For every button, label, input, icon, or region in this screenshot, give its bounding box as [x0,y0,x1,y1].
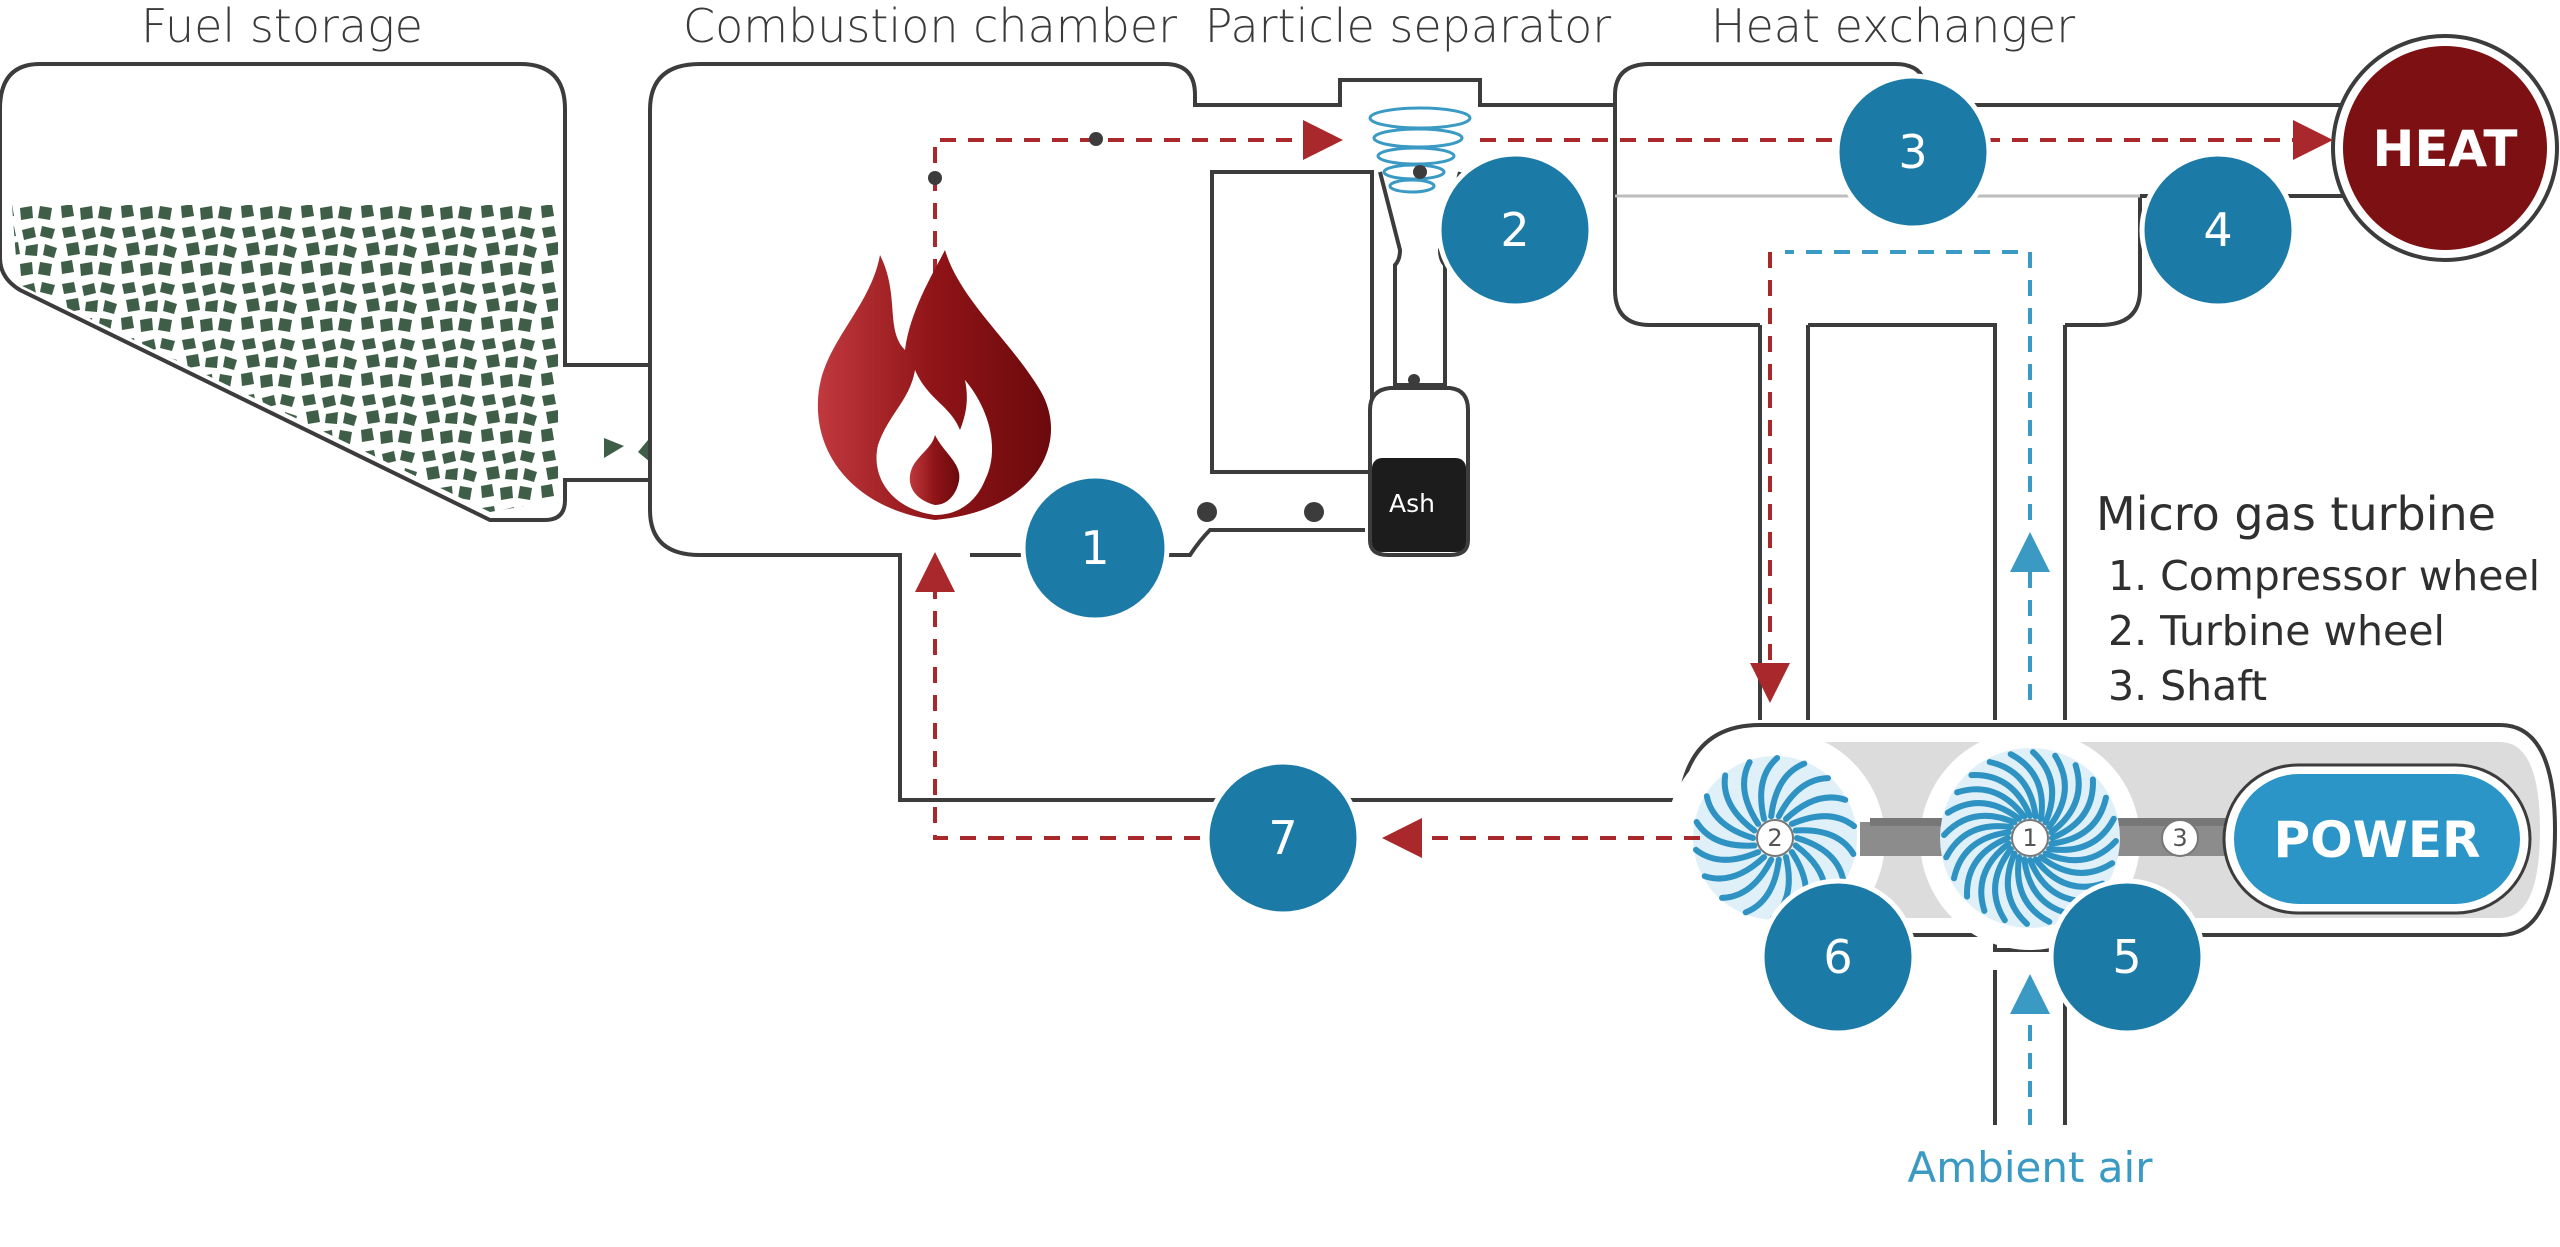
wheel-blade [2049,776,2096,841]
wheel-blade [1693,819,1758,849]
ambient-air-label: Ambient air [1908,1143,2154,1192]
legend-item-shaft: 3. Shaft [2108,662,2267,710]
flame-icon [817,250,1052,520]
wheel-blade [2004,850,2030,927]
step-badge-6-label: 6 [1823,930,1852,984]
power-label: POWER [2274,811,2481,869]
compressor-wheel-icon [1940,748,2120,928]
heat-label: HEAT [2373,120,2518,178]
fuel-storage-hopper [0,62,652,522]
chamber-inner-block [1210,170,1374,474]
wheel-blade [1941,812,2018,838]
step-badge-5-label: 5 [2112,930,2141,984]
shaft-hub: 3 [2161,819,2199,857]
wheel-blade [1964,835,2011,900]
wheel-blade [1968,772,2033,819]
heat-exchanger-label: Heat exchanger [1711,0,2075,53]
wheel-blade [1719,856,1775,901]
wheel-blade [2042,838,2119,864]
wheel-blade [1788,813,1858,830]
wheel-blade [1944,800,2022,822]
wheel-blade [1742,856,1782,916]
ambient-air-flow-arrows [1785,250,2050,1125]
legend-title: Micro gas turbine [2096,487,2496,541]
turbine-wheel-hub: 2 [1756,819,1794,857]
compressor-wheel-hub-label: 1 [2022,824,2037,852]
wheel-blade [1741,759,1762,827]
fuel-storage-label: Fuel storage [141,0,423,53]
combustion-chamber-label: Combustion chamber [683,0,1177,53]
wheel-blade [2046,815,2117,853]
combustion-chamber-outline [648,103,1340,370]
wheel-blade [1986,759,2039,820]
wheel-blade [2015,854,2053,925]
step-badge-7-label: 7 [1268,811,1297,865]
particle-separator-label: Particle separator [1205,0,1612,53]
cyclone-swirl-icon [1368,106,1472,194]
legend-item-compressor-wheel: 1. Compressor wheel [2108,552,2540,600]
wheel-blade [1775,775,1831,820]
step-badge-2: 2 [1436,151,1594,309]
wheel-blade [1721,772,1758,834]
wheel-blade [1692,846,1762,863]
wheel-blade [2048,794,2109,847]
wheel-blade [1783,794,1849,822]
step-badge-4: 4 [2139,151,2297,309]
wheel-blade [2046,752,2068,830]
step-badge-2-label: 2 [1500,203,1529,257]
wheel-blade [1951,829,2012,882]
wheel-blade [2021,856,2074,917]
wheel-blade [2038,854,2116,876]
turbine-wheel-hub-label: 2 [1767,824,1782,852]
legend-item-turbine-wheel: 2. Turbine wheel [2108,607,2445,655]
ash-label: Ash [1389,489,1435,518]
wheel-blade [1992,846,2014,924]
step-badge-5: 5 [2048,878,2206,1036]
step-badge-3-label: 3 [1898,125,1927,179]
wheel-blade [1703,793,1756,841]
flow-junction-dots [928,132,1427,522]
step-badge-3: 3 [1834,73,1992,231]
wheel-blade [2048,762,2082,836]
wheel-blade [2007,751,2045,822]
heat-output-badge: HEAT [2331,34,2559,262]
step-badge-6: 6 [1759,878,1917,1036]
wheel-blade [1758,755,1781,822]
wheel-blade [1978,840,2012,914]
ash-container: Ash [1372,458,1466,552]
wheel-blade [1792,827,1857,857]
wheel-blade [1701,854,1767,882]
wheel-blade [1794,835,1847,883]
wheel-blade [1768,760,1808,820]
compressor-wheel-hub: 1 [2011,819,2049,857]
shaft-hub-label: 3 [2172,824,2187,852]
wheel-blade [1943,823,2014,861]
step-badge-1: 1 [1020,473,1170,623]
step-badge-4-label: 4 [2203,203,2232,257]
step-badge-1-label: 1 [1080,521,1109,575]
micro-gas-turbine-legend: Micro gas turbine 1. Compressor wheel 2.… [2096,487,2540,710]
wheel-blade [1954,786,2028,820]
separator-dot [1408,374,1420,386]
power-output-badge: POWER [2222,763,2532,915]
wheel-blade [2030,749,2056,826]
turbine-ducts [1758,323,2067,1125]
step-badge-7: 7 [1204,759,1362,917]
